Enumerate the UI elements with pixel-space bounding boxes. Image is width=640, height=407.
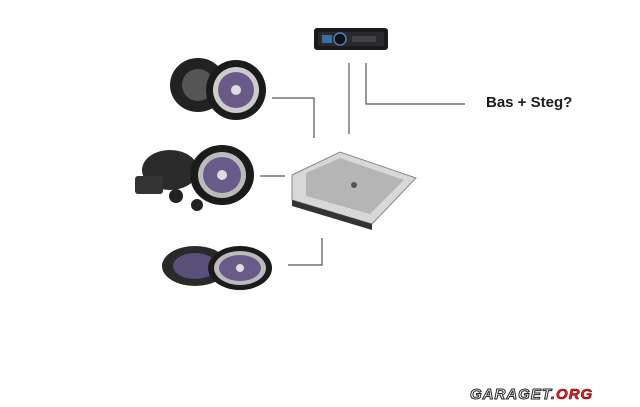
amplifier-image xyxy=(291,151,417,230)
wires xyxy=(260,63,465,266)
garaget-watermark-logo: GARAGET.ORG xyxy=(470,386,594,404)
wire-speaker3-amp xyxy=(288,238,323,266)
coaxial-speakers-image xyxy=(170,58,266,120)
head-unit-image xyxy=(314,28,388,50)
bass-amp-label: Bas + Steg? xyxy=(486,94,573,111)
component-speakers-image xyxy=(135,145,254,211)
logo-main: GARAGET xyxy=(470,386,551,404)
wire-headunit-bass xyxy=(365,63,465,105)
oval-speakers-image xyxy=(162,246,272,290)
wire-speaker1-amp xyxy=(272,97,315,138)
logo-suffix: .ORG xyxy=(550,386,594,404)
